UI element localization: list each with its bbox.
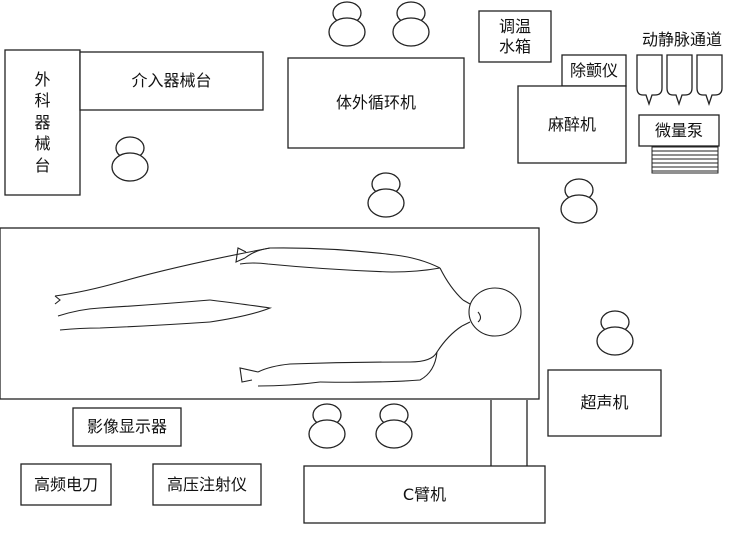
operating-table xyxy=(0,227,540,400)
iv-bag-icons xyxy=(636,54,723,107)
water-tank-box xyxy=(478,10,552,63)
cpb-machine-box xyxy=(287,57,465,149)
cpb-machine-label: 体外循环机 xyxy=(335,93,416,113)
c-arm-label: C臂机 xyxy=(402,484,447,504)
image-display-box xyxy=(72,407,182,447)
micro-pump-box xyxy=(638,114,720,147)
defibrillator-label: 除颤仪 xyxy=(569,60,618,80)
interventional-table-box xyxy=(79,51,264,111)
anesthesia-machine-box xyxy=(517,85,627,164)
electrosurgical-knife-box xyxy=(20,463,112,506)
c-arm-supports xyxy=(490,400,528,466)
staff-icon xyxy=(111,136,149,182)
outer-instrument-table-label: 外 科 器 械 台 xyxy=(34,69,51,175)
staff-icon xyxy=(308,403,346,449)
c-arm-box xyxy=(303,465,546,524)
electrosurgical-knife-label: 高频电刀 xyxy=(33,474,98,494)
staff-icon xyxy=(596,310,634,356)
high-pressure-injector-label: 高压注射仪 xyxy=(166,474,247,494)
image-display-label: 影像显示器 xyxy=(86,417,167,437)
outer-instrument-table-box xyxy=(4,49,81,196)
patient-figure xyxy=(54,247,522,387)
iv-access-label: 动静脉通道 xyxy=(641,30,722,50)
staff-icon xyxy=(375,403,413,449)
water-tank-label: 调温 水箱 xyxy=(498,16,531,56)
high-pressure-injector-box xyxy=(152,463,262,506)
interventional-table-label: 介入器械台 xyxy=(131,71,212,91)
ultrasound-machine-label: 超声机 xyxy=(580,393,629,413)
anesthesia-machine-label: 麻醉机 xyxy=(547,114,596,134)
staff-icon xyxy=(560,178,598,224)
staff-icon xyxy=(392,1,430,47)
staff-icon xyxy=(328,1,366,47)
ultrasound-machine-box xyxy=(547,369,662,437)
micro-pump-label: 微量泵 xyxy=(654,120,703,140)
staff-icon xyxy=(367,172,405,218)
micro-pump-stack xyxy=(651,146,719,174)
